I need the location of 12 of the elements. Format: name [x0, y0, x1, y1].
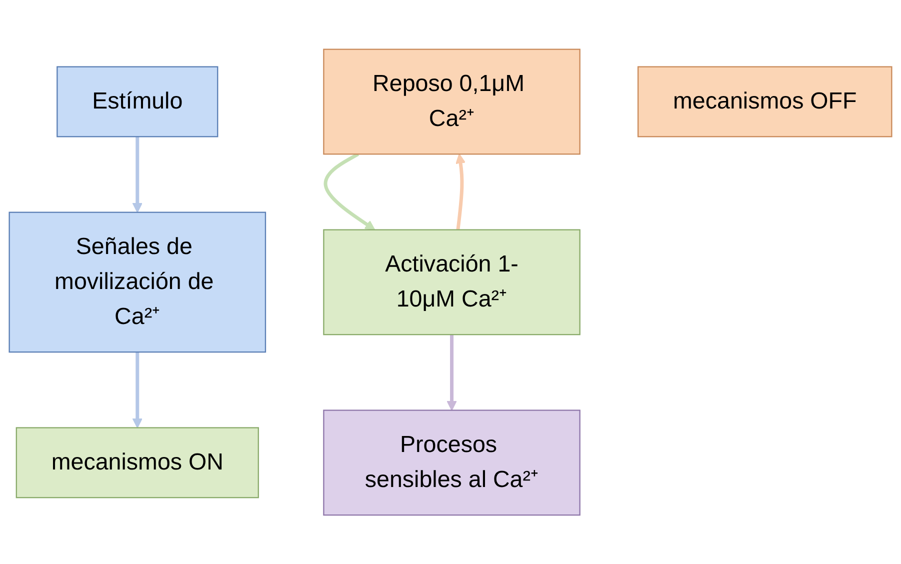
node-box: Estímulo	[56, 66, 218, 138]
arrow	[324, 152, 376, 230]
arrow	[446, 334, 457, 411]
node-box: Activación 1-10μM Ca²⁺	[323, 229, 580, 335]
arrow	[456, 153, 466, 230]
arrow	[132, 136, 143, 213]
node-box: mecanismos ON	[16, 426, 259, 498]
node-box: Reposo 0,1μM Ca²⁺	[323, 48, 580, 154]
node-box: mecanismos OFF	[637, 66, 892, 138]
arrow	[132, 352, 143, 428]
node-box: Procesos sensibles al Ca²⁺	[323, 410, 580, 516]
node-box: Señales de movilización de Ca²⁺	[8, 212, 266, 352]
